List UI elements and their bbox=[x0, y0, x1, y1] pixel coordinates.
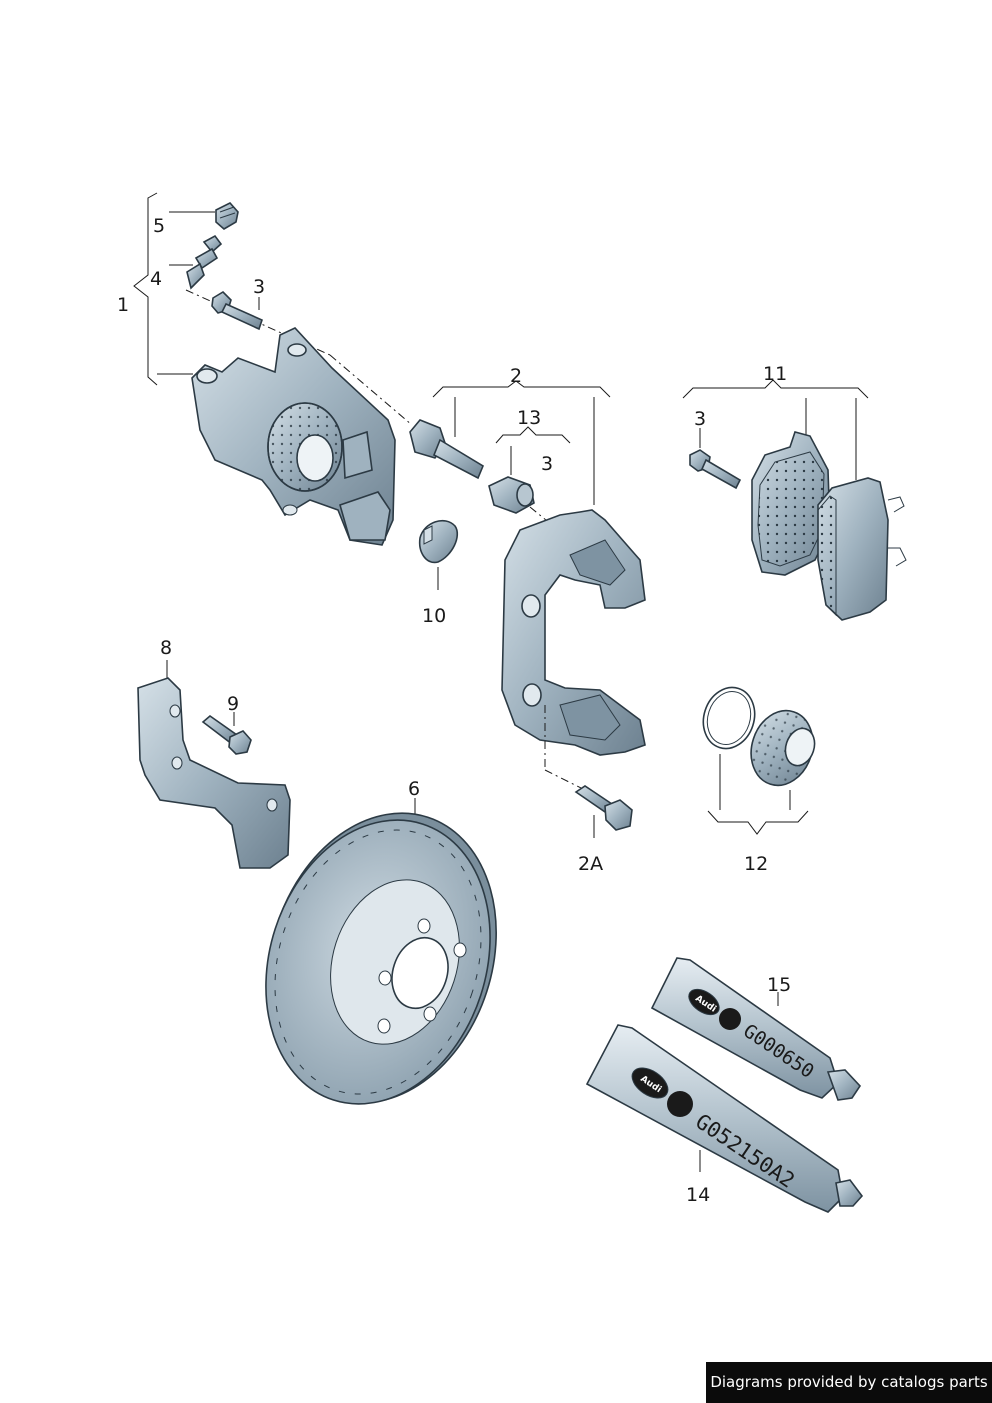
bolt-part-9[interactable] bbox=[201, 714, 252, 755]
piston-boot[interactable] bbox=[742, 703, 823, 794]
callout-3-top: 3 bbox=[253, 276, 265, 298]
callout-3-mid: 3 bbox=[541, 453, 553, 475]
caliper-carrier-part-2[interactable] bbox=[501, 509, 646, 756]
brake-disc-part-6[interactable] bbox=[230, 783, 532, 1133]
bushing-part-13[interactable] bbox=[488, 476, 535, 514]
bleed-screw-part-4[interactable] bbox=[186, 234, 223, 290]
group-2-brace bbox=[432, 380, 611, 398]
callout-2a: 2A bbox=[578, 853, 603, 875]
group-11-brace bbox=[682, 379, 869, 399]
callout-1: 1 bbox=[117, 294, 129, 316]
callout-3-right: 3 bbox=[694, 408, 706, 430]
credit-text: Diagrams provided by catalogs parts bbox=[710, 1373, 988, 1391]
credit-badge[interactable]: Diagrams provided by catalogs parts bbox=[706, 1362, 992, 1403]
callout-4: 4 bbox=[150, 268, 162, 290]
group-13-brace bbox=[495, 426, 571, 444]
vw-logo-icon bbox=[667, 1091, 693, 1117]
vw-logo-icon bbox=[719, 1008, 741, 1030]
bolt-part-2a[interactable] bbox=[574, 785, 633, 831]
callout-9: 9 bbox=[227, 693, 239, 715]
heat-shield-part-8[interactable] bbox=[137, 677, 291, 869]
centerline-carrier-2 bbox=[544, 769, 586, 791]
guide-pin[interactable] bbox=[409, 419, 485, 480]
callout-14: 14 bbox=[686, 1184, 710, 1206]
callout-2: 2 bbox=[510, 365, 522, 387]
callout-12: 12 bbox=[744, 853, 768, 875]
seal-ring[interactable] bbox=[696, 681, 763, 755]
brake-pad-outer[interactable] bbox=[817, 477, 907, 621]
cap-part-10[interactable] bbox=[418, 519, 459, 564]
group-12-brace bbox=[707, 810, 809, 835]
callout-10: 10 bbox=[422, 605, 446, 627]
brake-caliper-part-1[interactable] bbox=[191, 327, 396, 546]
callout-5: 5 bbox=[153, 215, 165, 237]
brake-pad-inner[interactable] bbox=[751, 431, 831, 576]
callout-11: 11 bbox=[763, 363, 787, 385]
bolt-part-3[interactable] bbox=[211, 290, 263, 331]
bleed-cap-part-5[interactable] bbox=[215, 202, 239, 230]
callout-13: 13 bbox=[517, 407, 541, 429]
callout-8: 8 bbox=[160, 637, 172, 659]
callout-15: 15 bbox=[767, 974, 791, 996]
group-1-brace bbox=[133, 192, 158, 386]
bolt-part-3-right[interactable] bbox=[689, 449, 742, 490]
callout-6: 6 bbox=[408, 778, 420, 800]
